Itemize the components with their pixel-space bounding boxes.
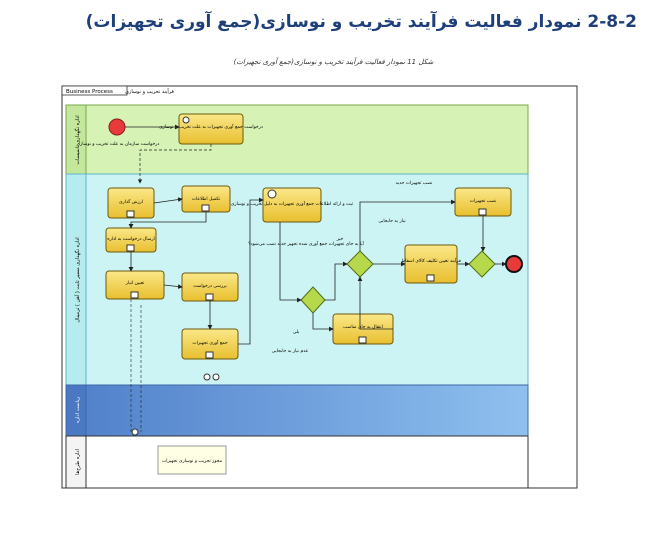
task-assign[interactable]: تعیین انبار: [105, 270, 165, 300]
gear-icon: [267, 189, 277, 199]
flow-label-need: نیاز به جابجایی: [378, 219, 405, 224]
task-collect-label: تکمیل اطلاعات: [192, 196, 221, 202]
task-store-label: نصب تجهیزات: [470, 199, 497, 204]
pool-tab-title: فرآیند تخریب و نوسازی: [125, 88, 175, 95]
task-review-label: ارزش گذاری: [119, 198, 143, 205]
plan-document[interactable]: مجوز تخریب و نوسازی تجهیزات: [157, 445, 227, 475]
task-collect[interactable]: تکمیل اطلاعات: [181, 185, 231, 213]
plan-document-label: مجوز تخریب و نوسازی تجهیزات: [162, 459, 223, 464]
flow-label-need-not: عدم نیاز به جابجایی: [272, 349, 309, 354]
task-request-label: درخواست جمع آوری تجهیزات به علت تخریب و …: [159, 124, 263, 130]
pool-tab-label: Business Process: [66, 89, 113, 95]
gateway-merge[interactable]: [468, 250, 496, 278]
task-process[interactable]: ثبت و ارائه اطلاعات جمع آوری تجهیزات به …: [231, 187, 354, 223]
lane-label-facilities: اداره نگهداری تاسیسات: [74, 115, 81, 164]
lane-label-plans: اداره طرح‌ها: [75, 449, 81, 475]
end-event-icon[interactable]: [505, 255, 523, 273]
task-store[interactable]: نصب تجهیزات: [454, 187, 512, 217]
lane-facilities: [65, 104, 529, 175]
lane-head: [65, 384, 529, 437]
user-icon: [182, 116, 190, 124]
task-submit-label: ارسال درخواست به اداره: [107, 237, 155, 242]
flow-label-no: بلی: [293, 330, 300, 335]
task-gather[interactable]: جمع آوری تجهیزات: [181, 328, 239, 360]
task-install[interactable]: فرآیند تعیین تکلیف کالای اسقاط: [401, 244, 461, 284]
start-event-icon[interactable]: [108, 118, 126, 136]
flow-label-install: نصب تجهیزات جدید: [396, 181, 433, 186]
task-transfer-label: انتقال به جای مناسب: [343, 325, 383, 330]
start-event-label: درخواست سازمان به علت تخریب و نوسازی: [77, 142, 160, 147]
lane-label-fixed-track: اداره نگهداری مسیر ثابت ( آهن ) ترمینال: [74, 237, 81, 322]
task-assign-label: تعیین انبار: [125, 281, 145, 286]
task-submit[interactable]: ارسال درخواست به اداره: [105, 227, 157, 253]
pool-tab: [61, 85, 128, 96]
flow-label-branch: آیا به جای تجهیزات جمع آوری شده تجهیز جد…: [248, 241, 364, 247]
task-review[interactable]: ارزش گذاری: [107, 187, 155, 219]
lane-plans: [65, 435, 529, 489]
figure-caption: شکل 11 نمودار فعالیت فرآیند تخریب و نوسا…: [233, 58, 434, 66]
task-approve-label: بررسی درخواست: [193, 284, 227, 289]
section-heading: 2-8-2 نمودار فعالیت فرآیند تخریب و نوساز…: [85, 12, 637, 32]
task-gather-label: جمع آوری تجهیزات: [192, 340, 228, 346]
lane-label-head: ریاست اداره: [75, 396, 81, 423]
task-approve[interactable]: بررسی درخواست: [181, 272, 239, 302]
flow-label-yes: خیر: [336, 237, 344, 242]
task-install-label: فرآیند تعیین تکلیف کالای اسقاط: [401, 258, 461, 264]
task-process-label: ثبت و ارائه اطلاعات جمع آوری تجهیزات به …: [231, 201, 354, 207]
